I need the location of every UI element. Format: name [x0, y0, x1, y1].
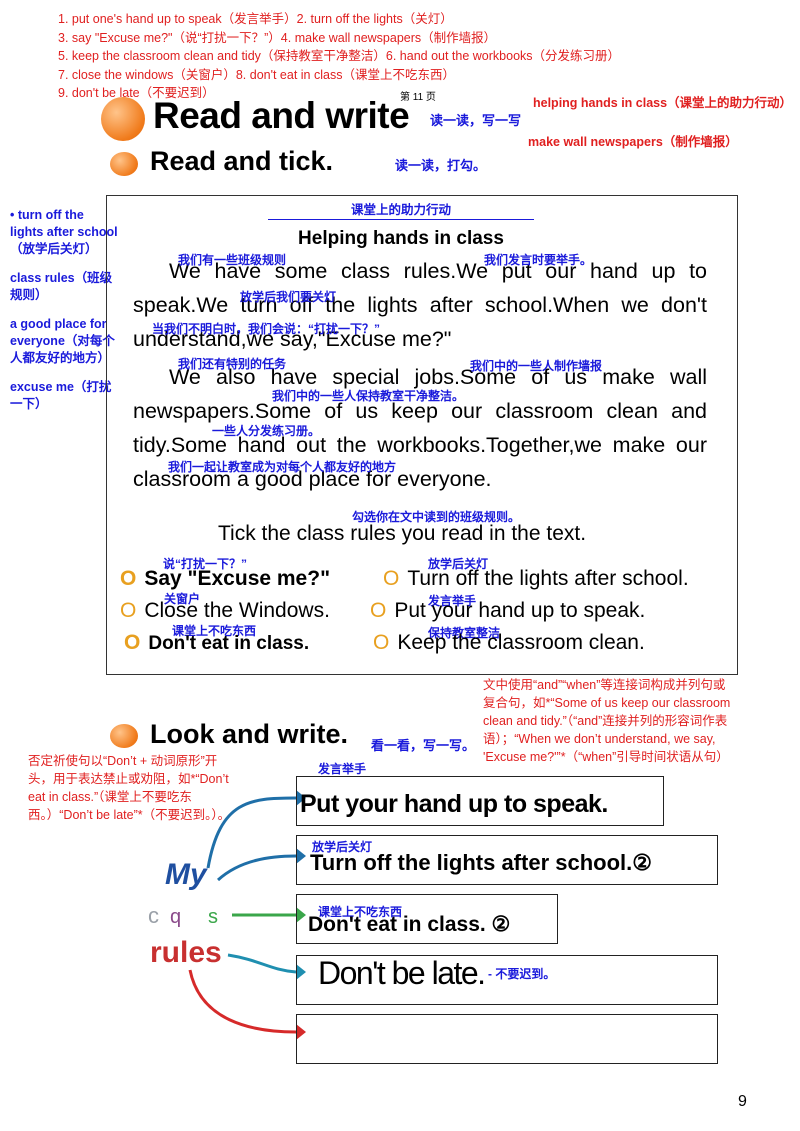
row-cn: 课堂上不吃东西: [318, 905, 403, 919]
side-notes: • turn off the lights after school（放学后关灯…: [10, 207, 120, 425]
passage-paragraph-1: We have some class rules.We put our hand…: [133, 259, 707, 351]
circle-checkbox-icon[interactable]: O: [373, 631, 390, 654]
circle-checkbox-icon[interactable]: O: [120, 567, 137, 590]
diagram-word-my: My: [165, 858, 207, 891]
passage-paragraph-2: We also have special jobs.Some of us mak…: [133, 365, 707, 491]
annotation: 我们一起让教室成为对每个人都友好的地方: [168, 460, 397, 474]
top-note: 1. put one's hand up to speak（发言举手）2. tu…: [58, 12, 453, 26]
row-cn: 放学后关灯: [312, 840, 373, 854]
write-box-empty[interactable]: [296, 1014, 718, 1064]
read-write-cn: 读一读，写一写: [430, 113, 522, 128]
tick-item-text: Don't eat in class.: [148, 633, 310, 654]
top-note: 9. don't be late（不要迟到）: [58, 86, 215, 100]
circle-checkbox-icon[interactable]: O: [120, 599, 137, 622]
grammar-note-right: 文中使用“and”“when”等连接词构成并列句或复合句，如*“Some of …: [483, 678, 731, 764]
side-note: • turn off the lights after school（放学后关灯…: [10, 208, 118, 256]
annotation: 当我们不明白时，我们会说：“打扰一下？”: [152, 322, 381, 336]
right-note: helping hands in class（课堂上的助力行动）: [533, 96, 793, 110]
write-box[interactable]: [296, 835, 718, 885]
annotation: 一些人分发练习册。: [212, 424, 321, 438]
orange-circle-icon: [110, 152, 138, 176]
annotation: 我们中的一些人制作墙报: [470, 359, 603, 373]
write-box-text: Don't eat in class. ②: [308, 913, 511, 936]
page-number: 9: [738, 1093, 747, 1110]
annotation: 我们发言时要举手。: [484, 253, 593, 267]
read-tick-cn: 读一读，打勾。: [395, 158, 487, 173]
tick-item-cn: 保持教室整洁: [428, 626, 501, 640]
tick-item-text: Say "Excuse me?": [144, 567, 331, 590]
write-box[interactable]: [296, 894, 558, 944]
tick-item-cn: 课堂上不吃东西: [172, 624, 257, 638]
circle-checkbox-icon[interactable]: O: [383, 567, 400, 590]
top-notes: 1. put one's hand up to speak（发言举手）2. tu…: [58, 10, 620, 103]
diagram-word-q: q: [170, 906, 182, 928]
write-box-text: Turn off the lights after school.②: [310, 850, 652, 875]
annotation: 我们还有特别的任务: [178, 357, 287, 371]
circle-checkbox-icon[interactable]: O: [124, 631, 141, 654]
annotation: 我们中的一些人保持教室干净整洁。: [272, 389, 465, 403]
diagram-word-s: s: [208, 906, 218, 928]
tick-item[interactable]: O Close the Windows.: [120, 599, 330, 623]
row-cn: 发言举手: [318, 762, 367, 776]
read-write-title: Read and write: [153, 95, 410, 136]
circle-checkbox-icon[interactable]: O: [370, 599, 387, 622]
tick-item-cn: 发言举手: [428, 594, 477, 608]
tick-item-text: Turn off the lights after school.: [407, 567, 689, 590]
tick-item-text: Keep the classroom clean.: [397, 631, 645, 654]
side-note: excuse me（打扰一下）: [10, 380, 112, 411]
tick-cn: 勾选你在文中读到的班级规则。: [352, 510, 521, 524]
write-box-text: Put your hand up to speak.: [300, 790, 608, 818]
orange-circle-icon: [101, 97, 145, 141]
tick-item-cn: 放学后关灯: [428, 557, 489, 571]
tick-item-cn: 关窗户: [164, 592, 201, 606]
grammar-note-left: 否定祈使句以“Don’t + 动词原形”开头，用于表达禁止或劝阻，如*“Don’…: [28, 754, 231, 822]
write-box-text: Don't be late.: [318, 955, 486, 991]
tick-item[interactable]: O Keep the classroom clean.: [373, 631, 645, 655]
top-note: 7. close the windows（关窗户）8. don't eat in…: [58, 67, 455, 82]
passage-title-cn: 课堂上的助力行动: [268, 199, 534, 220]
page-label: 第 11 页: [400, 92, 436, 103]
tick-item[interactable]: O Turn off the lights after school.: [383, 567, 689, 591]
tick-item-cn: 说“打扰一下？”: [163, 557, 248, 571]
passage-title: Helping hands in class: [298, 228, 504, 249]
look-write-title: Look and write.: [150, 719, 349, 749]
side-note: class rules（班级规则）: [10, 271, 113, 302]
tick-item[interactable]: O Don't eat in class.: [124, 631, 309, 655]
tick-item-text: Put your hand up to speak.: [394, 599, 646, 622]
annotation: 放学后我们要关灯: [240, 290, 337, 304]
write-box[interactable]: [296, 955, 718, 1005]
tick-item[interactable]: O Put your hand up to speak.: [370, 599, 645, 623]
diagram-word-c: c: [148, 903, 159, 928]
look-write-cn: 看一看，写一写。: [371, 738, 476, 753]
read-tick-title: Read and tick.: [150, 146, 334, 176]
orange-circle-icon: [110, 724, 138, 748]
passage-box: [106, 195, 738, 675]
top-note: 5. keep the classroom clean and tidy（保持教…: [58, 49, 621, 63]
tick-instruction: Tick the class rules you read in the tex…: [218, 522, 587, 545]
diagram-word-rules: rules: [150, 936, 222, 969]
write-box[interactable]: [296, 776, 664, 826]
annotation: 我们有一些班级规则: [178, 253, 287, 267]
tick-item[interactable]: O Say "Excuse me?": [120, 567, 330, 591]
row-cn: - 不要迟到。: [488, 967, 556, 981]
tick-item-text: Close the Windows.: [144, 599, 330, 622]
top-note: 3. say "Excuse me?"（说“打扰一下？”）4. make wal…: [58, 30, 497, 45]
side-note: a good place for everyone（对每个人都友好的地方）: [10, 317, 115, 365]
right-note: make wall newspapers（制作墙报）: [528, 135, 738, 149]
